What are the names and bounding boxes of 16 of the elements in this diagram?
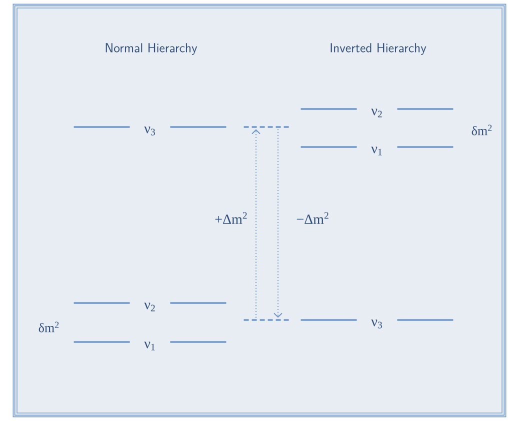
energy-level: ν$_{2}$	[300, 108, 454, 118]
energy-level: ν$_{3}$	[300, 319, 454, 328]
arrow	[274, 128, 282, 318]
heading: Inverted Hierarchy	[330, 43, 426, 55]
splitting-label: δm$^{2}$	[38, 322, 59, 332]
energy-level: ν$_{1}$	[74, 341, 226, 350]
energy-level: ν$_{3}$	[74, 126, 226, 136]
dashed-level-line	[244, 126, 290, 128]
edge-label: −Δm$^{2}$	[295, 211, 330, 225]
splitting-label: δm$^{2}$	[472, 124, 492, 136]
dashed-level-line	[244, 319, 290, 321]
energy-level: ν$_{1}$	[300, 146, 454, 156]
energy-level: ν$_{2}$	[74, 302, 226, 312]
heading: Normal Hierarchy	[106, 43, 198, 55]
arrow	[252, 129, 260, 318]
edge-label: +Δm$^{2}$	[214, 211, 249, 225]
